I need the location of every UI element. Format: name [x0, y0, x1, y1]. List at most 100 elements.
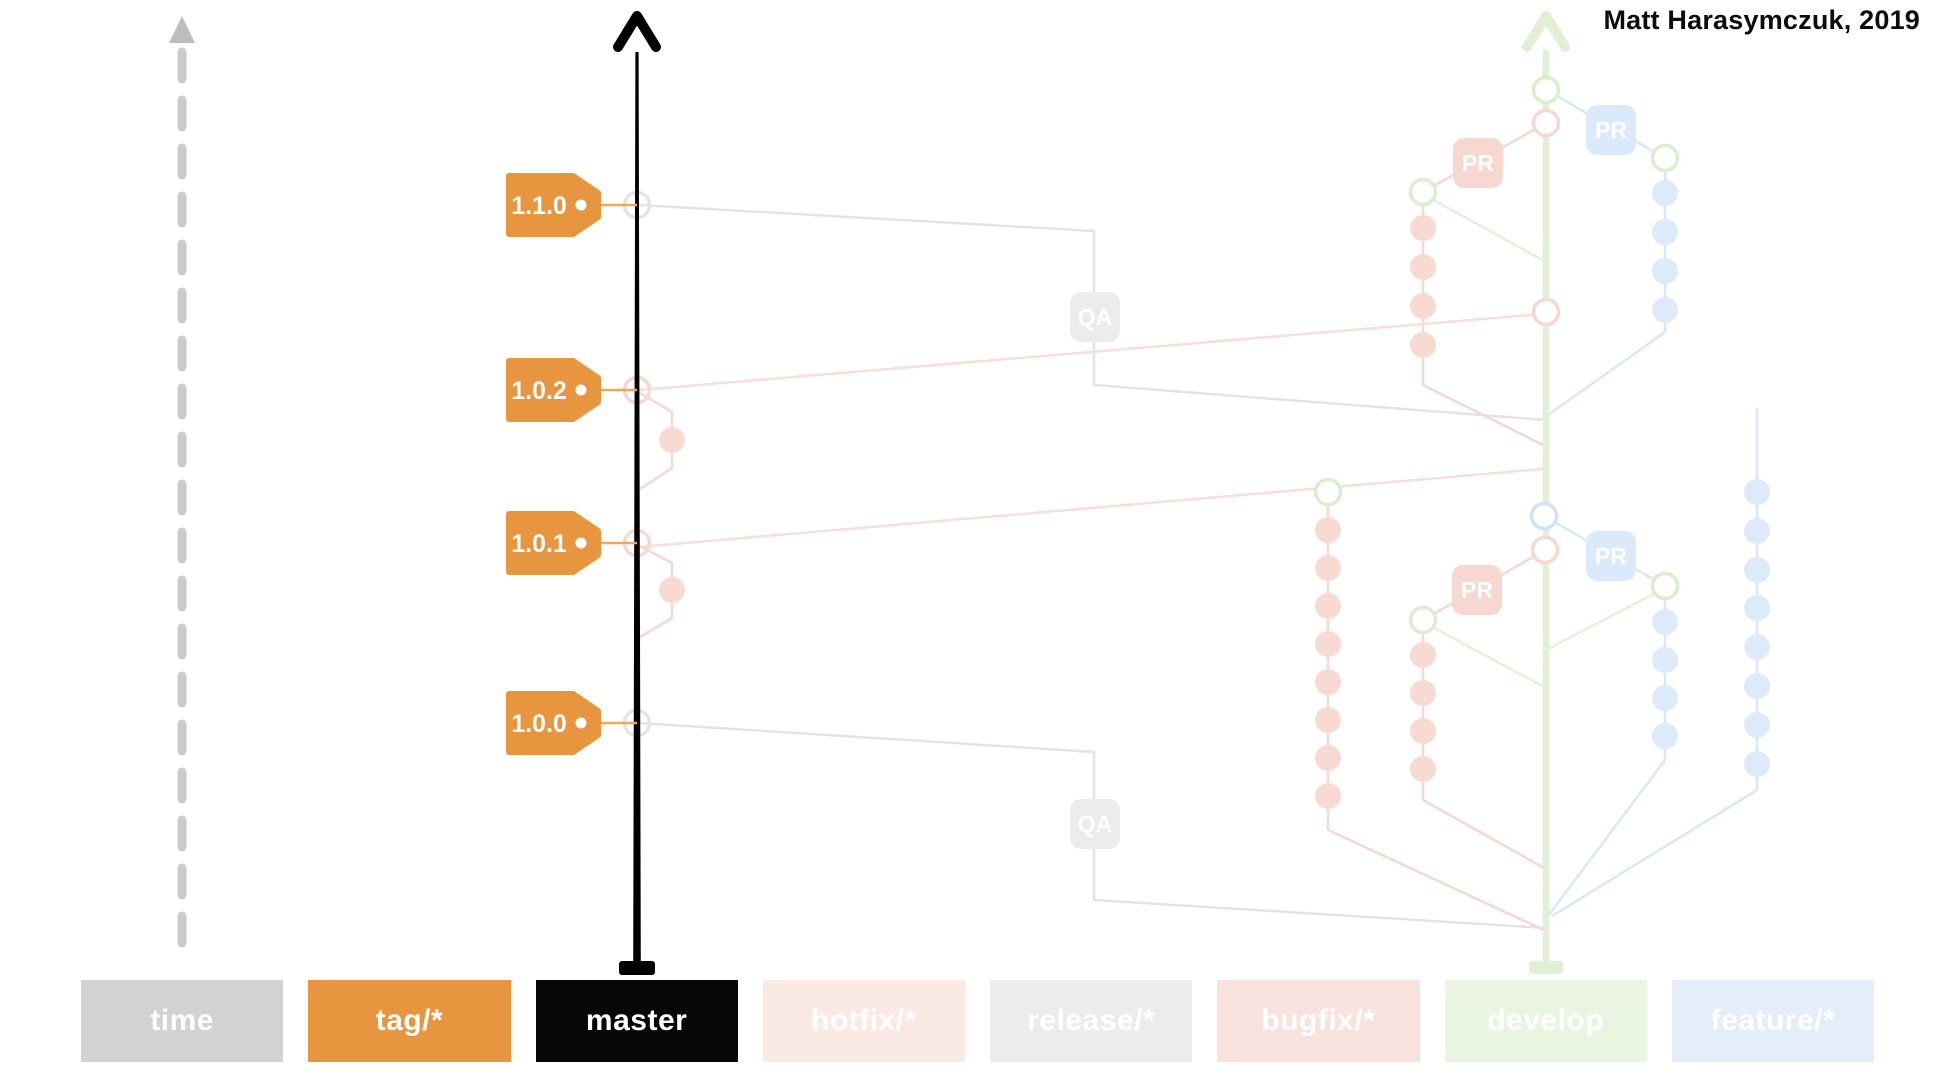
- commit-dot: [1744, 634, 1770, 660]
- commit-dot: [1315, 783, 1341, 809]
- commit-dot: [1410, 254, 1436, 280]
- bugfix-cluster-bottom-a: PR: [1408, 548, 1547, 870]
- branch-box-bugfix: bugfix/*: [1217, 980, 1420, 1062]
- commit-dot: [1652, 685, 1678, 711]
- tag-hole: [575, 537, 587, 549]
- tag-1-1-0: 1.1.0: [506, 173, 637, 237]
- commit-dot: [659, 577, 685, 603]
- commit-dot: [1410, 756, 1436, 782]
- hotfix-merge-line-1: [638, 312, 1543, 392]
- commit-dot: [1315, 669, 1341, 695]
- time-axis: [169, 16, 195, 967]
- tag-hole: [575, 384, 587, 396]
- release-branch-layer: QA QA: [638, 203, 1547, 930]
- tag-hole: [575, 199, 587, 211]
- commit-ring: [1531, 108, 1561, 138]
- branch-start-ring: [1313, 477, 1343, 507]
- merge-down-line: [1422, 798, 1545, 870]
- commit-ring: [1531, 297, 1561, 327]
- pr-badge-red-bottom-label: PR: [1461, 577, 1493, 603]
- tag-1-0-2: 1.0.2: [506, 358, 637, 422]
- tag-label: 1.0.1: [511, 530, 567, 558]
- commit-dot: [1744, 557, 1770, 583]
- master-branch-line: [613, 11, 661, 975]
- commit-dot: [1410, 680, 1436, 706]
- tag-label: 1.0.2: [511, 377, 567, 405]
- commit-dot: [1410, 718, 1436, 744]
- bugfix-cluster-top: PR: [1408, 121, 1547, 447]
- commit-dot: [1410, 642, 1436, 668]
- tag-1-0-1: 1.0.1: [506, 511, 637, 575]
- branch-legend-row: time tag/* master hotfix/* release/* bug…: [81, 980, 1874, 1062]
- branch-start-ring: [1408, 177, 1438, 207]
- feature-cluster-top: PR: [1545, 88, 1680, 417]
- pr-badge-red-bottom: [1452, 565, 1502, 615]
- commit-dot: [1744, 751, 1770, 777]
- commit-dot: [1652, 723, 1678, 749]
- hotfix-loops: [637, 390, 685, 639]
- develop-arrow-icon: [1522, 11, 1570, 52]
- commit-dot: [1315, 593, 1341, 619]
- branch-box-tag: tag/*: [308, 980, 511, 1062]
- pr-badge-blue-top-label: PR: [1595, 117, 1627, 143]
- develop-commit-rings: [1529, 75, 1561, 565]
- develop-base-bar: [1529, 961, 1563, 974]
- branch-box-release: release/*: [990, 980, 1193, 1062]
- commit-ring: [1530, 535, 1560, 565]
- merge-down-line: [1327, 828, 1545, 932]
- tag-label: 1.1.0: [511, 192, 567, 220]
- feature-cluster-right: [1551, 408, 1770, 918]
- qa-badge-bottom-label: QA: [1078, 811, 1113, 837]
- commit-dot: [1744, 712, 1770, 738]
- commit-ring: [1529, 501, 1559, 531]
- merge-down-line: [1547, 759, 1666, 917]
- branch-box-time: time: [81, 980, 284, 1062]
- branch-out-line: [1422, 620, 1547, 690]
- commit-dot: [1410, 332, 1436, 358]
- merge-down-line: [1422, 383, 1544, 447]
- merge-down-line: [1551, 788, 1758, 918]
- branch-start-ring: [1650, 571, 1680, 601]
- qa-badge-top: [1070, 292, 1120, 342]
- branch-start-ring: [1408, 605, 1438, 635]
- develop-branch-line: [1522, 11, 1570, 974]
- pr-badge-blue-top: [1586, 105, 1636, 155]
- commit-dot: [1315, 631, 1341, 657]
- hotfix-to-develop-lines: [638, 312, 1544, 549]
- qa-badge-bottom: [1070, 799, 1120, 849]
- tag-icon: [506, 511, 601, 575]
- commit-ring: [1531, 75, 1561, 105]
- branch-box-master: master: [535, 980, 738, 1062]
- pr-badge-red-top-label: PR: [1462, 150, 1494, 176]
- commit-dot: [659, 427, 685, 453]
- time-arrow-icon: [169, 16, 195, 43]
- master-arrow-icon: [613, 11, 661, 52]
- pr-badge-blue-middle-label: PR: [1595, 543, 1627, 569]
- commit-dot: [1744, 673, 1770, 699]
- hotfix-merge-line-2: [638, 467, 1544, 549]
- commit-dot: [1744, 518, 1770, 544]
- commit-dot: [1652, 297, 1678, 323]
- commit-dot: [1315, 555, 1341, 581]
- commit-dot: [1652, 647, 1678, 673]
- branch-out-line: [1422, 192, 1547, 264]
- commit-dot: [1744, 479, 1770, 505]
- branch-start-ring: [1650, 143, 1680, 173]
- bugfix-cluster-bottom-b: [1313, 477, 1545, 932]
- master-line: [633, 52, 641, 962]
- branch-down-line: [1547, 330, 1666, 417]
- credit-text: Matt Harasymczuk, 2019: [1603, 5, 1920, 35]
- commit-dot: [1652, 609, 1678, 635]
- master-base-bar: [619, 961, 655, 975]
- branch-box-hotfix: hotfix/*: [762, 980, 965, 1062]
- tag-label: 1.0.0: [511, 710, 567, 738]
- tag-hole: [575, 717, 587, 729]
- commit-dot: [1652, 180, 1678, 206]
- commit-dot: [1744, 595, 1770, 621]
- commit-dot: [1652, 258, 1678, 284]
- pr-badge-blue-middle: [1586, 531, 1636, 581]
- commit-dot: [1315, 745, 1341, 771]
- qa-badge-top-label: QA: [1078, 304, 1113, 330]
